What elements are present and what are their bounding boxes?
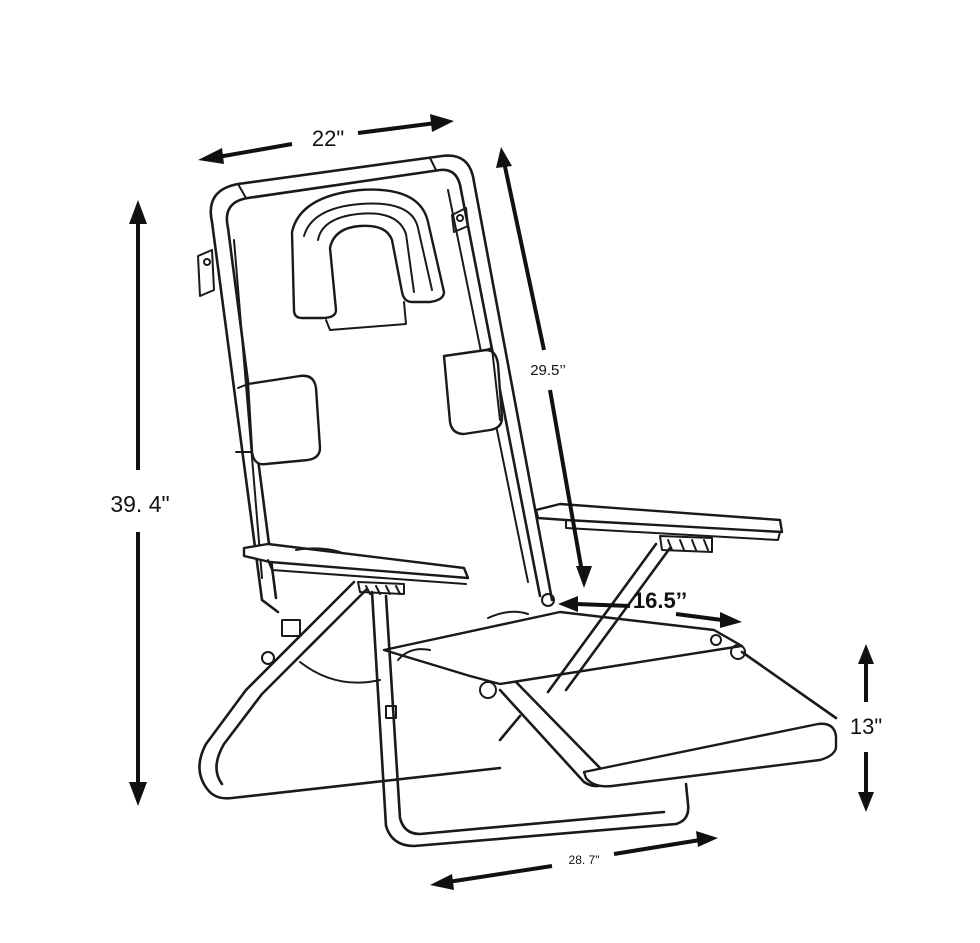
height-label: 39. 4": [110, 491, 169, 517]
head-pillow: [290, 188, 446, 331]
dimension-arrows: [129, 114, 874, 890]
chair-drawing: [197, 154, 838, 848]
seat-height-dimension: [858, 644, 874, 812]
backrest-frame: [197, 154, 554, 614]
depth-label: 28. 7": [569, 853, 600, 867]
right-armrest: [534, 502, 784, 553]
seat: [382, 593, 746, 699]
seat-label: 16.5’’: [633, 588, 687, 613]
dimension-labels: 22" 29.5’’ 39. 4" 16.5’’ 13" 28. 7": [110, 126, 882, 867]
backrest-dimension: [496, 147, 592, 588]
depth-dimension: [430, 831, 718, 890]
width-dimension: [198, 114, 454, 164]
height-dimension: [129, 200, 147, 806]
left-armrest: [242, 542, 470, 595]
width-label: 22": [312, 126, 344, 151]
legs: [198, 542, 690, 848]
leg-rest: [498, 645, 838, 788]
seat-height-label: 13": [850, 714, 882, 739]
side-pads: [235, 347, 504, 466]
backrest-label: 29.5’’: [530, 362, 566, 379]
seat-dimension: [558, 596, 742, 628]
